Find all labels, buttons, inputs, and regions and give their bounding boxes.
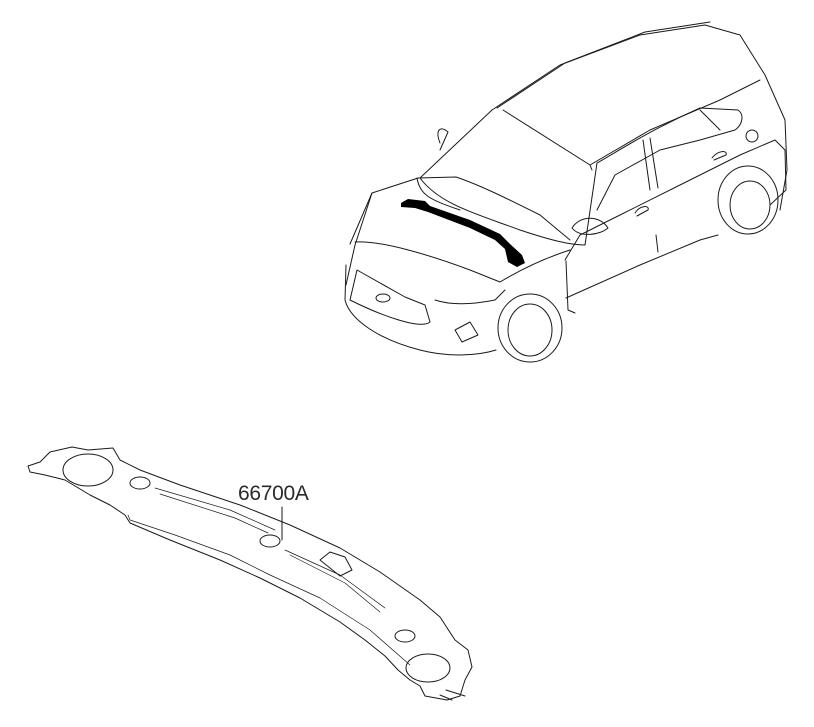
part-callout-label[interactable]: 66700A [238, 482, 309, 505]
car-body [344, 21, 788, 363]
cowl-panel [27, 446, 473, 701]
cowl-highlight [401, 199, 525, 267]
